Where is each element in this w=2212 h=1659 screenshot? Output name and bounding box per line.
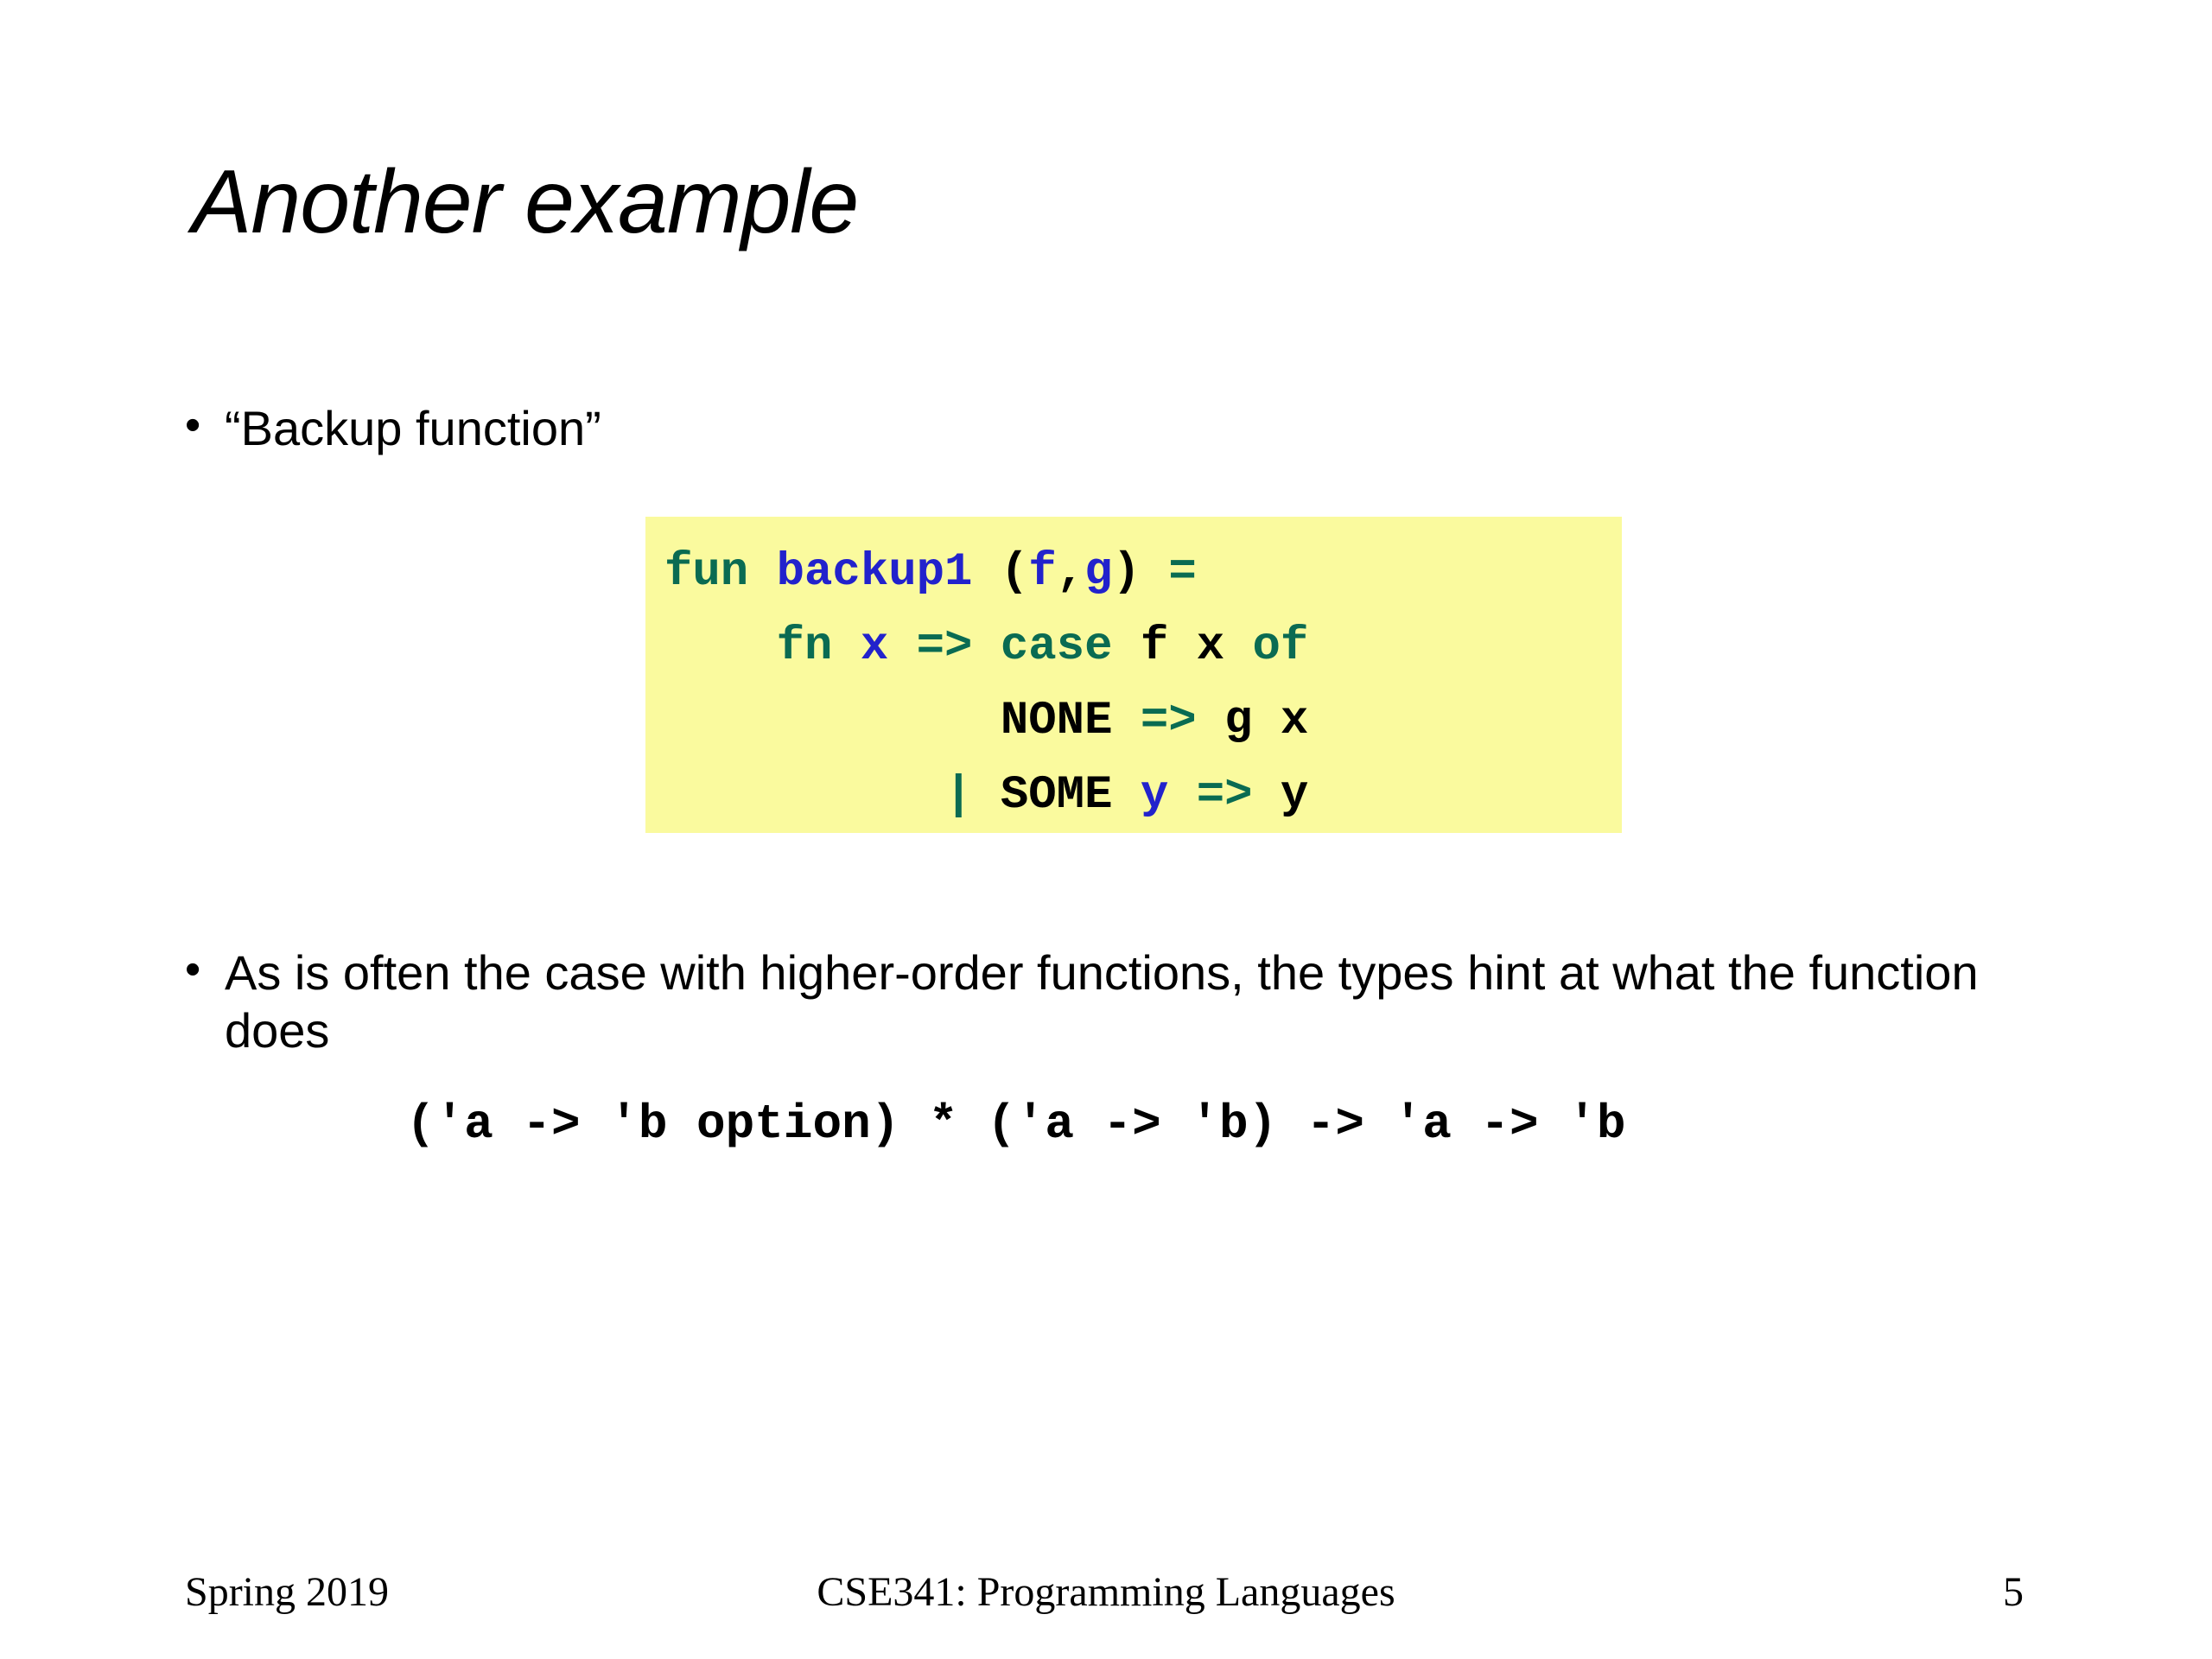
- code-token-kw: of: [1252, 620, 1309, 673]
- code-line: fun backup1 (f,g) =: [664, 536, 1622, 610]
- code-token-kw: |: [944, 769, 973, 822]
- code-token-id: y: [1252, 769, 1309, 822]
- code-token-id: g x: [1196, 695, 1309, 747]
- code-token-id: f x: [1112, 620, 1253, 673]
- code-token-var: g: [1084, 546, 1113, 599]
- code-token-id: SOME: [972, 769, 1141, 822]
- code-line: fn x => case f x of: [664, 610, 1622, 684]
- code-token-id: (: [972, 546, 1029, 599]
- footer-page-number: 5: [2003, 1569, 2024, 1615]
- footer-term: Spring 2019: [185, 1569, 390, 1615]
- bullet-marker-icon: •: [185, 400, 201, 450]
- code-token-id: ): [1112, 546, 1169, 599]
- code-token-id: [664, 769, 944, 822]
- bullet-marker-icon: •: [185, 944, 201, 995]
- code-token-kw: case: [1000, 620, 1113, 673]
- list-item: • As is often the case with higher-order…: [185, 944, 2077, 1059]
- code-token-kw: =: [1168, 546, 1197, 599]
- code-token-kw: =>: [888, 620, 1001, 673]
- code-line: NONE => g x: [664, 684, 1622, 759]
- code-token-var: backup1: [776, 546, 973, 599]
- code-token-id: NONE: [664, 695, 1141, 747]
- code-token-kw: =>: [1168, 769, 1253, 822]
- code-snippet-block: fun backup1 (f,g) = fn x => case f x of …: [645, 517, 1622, 833]
- type-signature-text: ('a -> 'b option) * ('a -> 'b) -> 'a -> …: [406, 1096, 1626, 1152]
- code-token-var: f: [1028, 546, 1057, 599]
- code-line: | SOME y => y: [664, 759, 1622, 833]
- code-token-kw: fun: [664, 546, 777, 599]
- page-title: Another example: [192, 152, 859, 252]
- footer-course: CSE341: Programming Languages: [817, 1569, 1395, 1615]
- code-token-kw: =>: [1140, 695, 1197, 747]
- code-token-var: x: [860, 620, 889, 673]
- bullet-text: “Backup function”: [225, 401, 601, 455]
- code-token-id: ,: [1056, 546, 1085, 599]
- list-item: • “Backup function”: [185, 399, 601, 457]
- bullet-text: As is often the case with higher-order f…: [225, 945, 1979, 1058]
- code-token-var: y: [1140, 769, 1169, 822]
- code-token-kw: fn: [664, 620, 861, 673]
